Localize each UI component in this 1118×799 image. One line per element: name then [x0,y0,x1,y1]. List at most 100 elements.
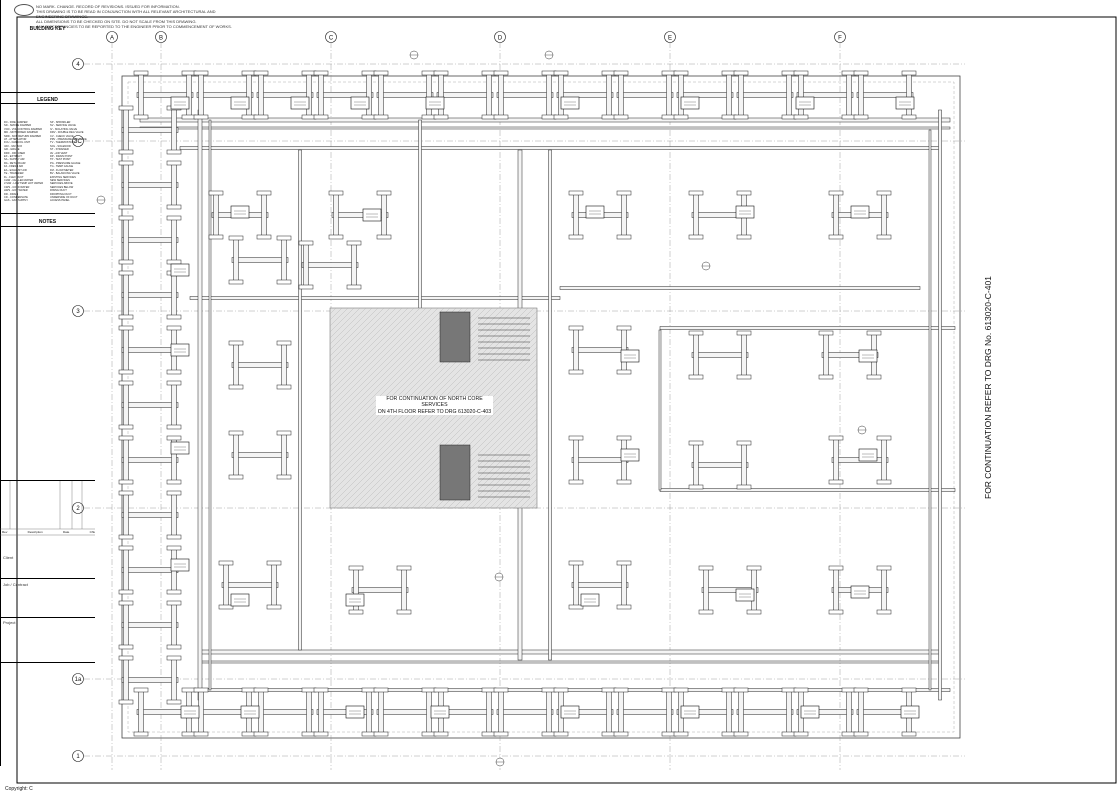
grid-bubble [664,31,676,43]
legend-item: CHW - CHILLED WATER [4,178,34,182]
duct-run [298,149,302,651]
fcu-unit [425,96,445,110]
continuation-note: FOR CONTINUATION REFER TO DRG No. 613020… [983,276,993,499]
ductwork [118,70,956,737]
legend-item: SP - SPRINKLER [50,121,71,124]
branch-cluster [118,105,182,155]
branch-cluster [228,235,292,285]
legend-item: RISING DUCT [50,189,67,193]
grid-column-label: C [329,36,334,42]
fcu-unit [850,205,870,219]
fcu-unit [170,96,190,110]
branch-cluster [613,687,677,737]
fcu-unit [680,705,700,719]
notes-panel: NOTES [0,213,95,227]
legend-item: CWS - COLD WATER [4,185,30,189]
legend-item: SERVICES ABOVE [50,182,73,186]
fcu-unit [735,205,755,219]
branch-cluster [133,70,197,120]
grid-column-label: A [110,36,114,42]
fcu-unit [620,349,640,363]
branch-cluster [688,440,752,490]
branch-cluster [253,687,317,737]
rev-col: Date [62,530,70,534]
legend-item: FM - FLOW METER [50,168,74,172]
fcu-unit [580,593,600,607]
legend-item: HWS - HOT WATER [4,189,28,193]
legend-item: CV - CHECK VALVE [50,134,74,138]
fcu-unit [350,96,370,110]
core-services-note: FOR CONTINUATION OF NORTH CORE SERVICES … [376,396,493,415]
legend-item: DROPPING DUCT [50,192,72,196]
fcu-unit [170,558,190,572]
branch-cluster [348,565,412,615]
legend-item: VCD - VOL CONTROL DAMPER [4,127,42,131]
fcu-unit [345,705,365,719]
legend-item: TV - THERMOSTATIC [50,141,76,145]
duct-run [199,660,941,664]
grid-row-label: 2 [76,506,80,512]
grid-row-label: 1 [76,754,80,760]
grid-row-label: 3C [74,139,82,145]
fcu-unit [170,263,190,277]
grid-bubble [106,31,118,43]
rev-col: Rev [2,530,8,534]
legend-item: SERVICES BELOW [50,185,74,189]
branch-cluster [853,70,917,120]
legend-item: GR - GRILLE [4,148,20,152]
header-note: ANY DISCREPANCIES TO BE REPORTED TO THE … [36,24,232,29]
legend-item: EXISTING SERVICES [50,175,76,179]
branch-cluster [118,215,182,265]
branch-cluster [118,655,182,705]
branch-cluster [313,687,377,737]
duct-run [139,126,951,130]
legend-item: CD - CONDENSATE [4,195,28,199]
branch-cluster [118,490,182,540]
branch-cluster [373,70,437,120]
legend-item: FL - FLEX DUCT [4,175,24,179]
duct-run [659,488,956,492]
fcu-unit [430,705,450,719]
branch-cluster [433,70,497,120]
legend-item: ACCESS PANEL [50,199,70,203]
branch-cluster [118,380,182,430]
duct-run [659,326,956,330]
riser-detail [478,317,530,498]
grid-column-label: F [838,36,842,42]
grid-column-label: D [498,36,503,42]
fcu-unit [230,205,250,219]
grid-row-label: 3 [76,309,80,315]
legend-item: EX - EXTRACT [4,155,22,159]
branch-cluster [228,340,292,390]
legend-item: AT - ATTENUATOR [4,138,27,142]
grid-bubble [325,31,337,43]
grid-bubble [72,135,84,147]
job-field: Job / Contract [3,582,28,587]
fcu-unit [560,96,580,110]
grid-bubble [72,58,84,70]
branch-cluster [328,190,392,240]
legend-item: GAS - GAS SUPPLY [4,199,29,203]
legend-item: EA - EXHAUST AIR [4,168,27,172]
branch-cluster [553,70,617,120]
legend-item: IV - ISOLATING VALVE [50,127,78,131]
fcu-unit [900,705,920,719]
legend-item: UNDERSIDE OF DUCT [50,195,78,199]
legend-item: DR - DRAIN [4,192,19,196]
branch-cluster [673,70,737,120]
legend-item: SA - SUPPLY AIR [4,158,25,162]
grid-bubble [72,305,84,317]
legend-item: SD - SMOKE DAMPER [4,124,32,128]
client-field: Client [3,555,14,560]
branch-cluster [793,70,857,120]
grid-bubble [72,502,84,514]
grid-bubble [494,31,506,43]
branch-cluster [253,70,317,120]
duct-run [658,329,662,491]
grid-row-label: 1a [75,677,82,683]
duct-run [197,109,203,701]
